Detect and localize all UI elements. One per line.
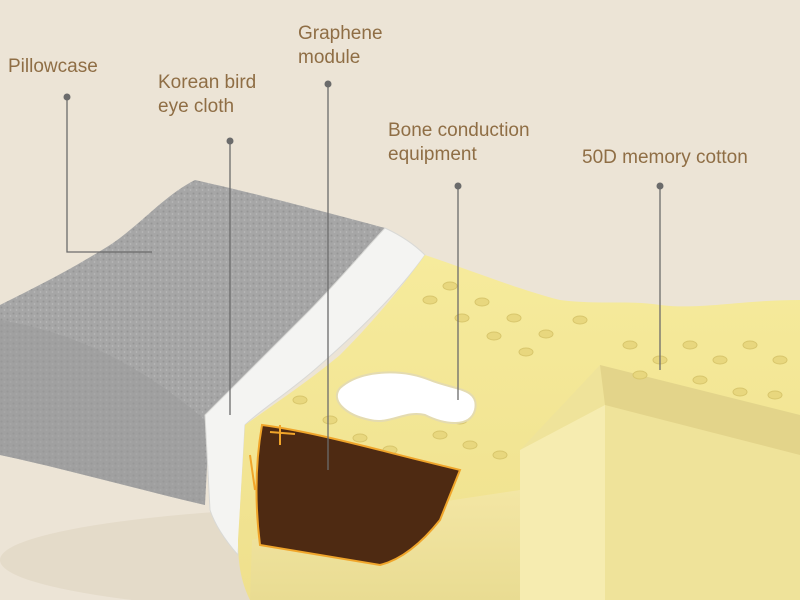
foam-cavity-wall — [600, 365, 800, 455]
foam-cavity-floor — [520, 405, 605, 600]
label-graphene-module: Graphene module — [298, 22, 383, 70]
label-pillowcase: Pillowcase — [8, 55, 98, 79]
label-bone-line2: equipment — [388, 144, 477, 165]
dot-bird-eye — [226, 137, 234, 145]
label-memory-line1: 50D memory cotton — [582, 147, 748, 168]
graphene-heating-wire — [249, 425, 296, 491]
bird-eye-cloth-shape — [204, 227, 426, 557]
leader-dots — [63, 80, 664, 190]
label-bone-line1: Bone conduction — [388, 120, 530, 141]
label-korean-bird-eye-cloth: Korean bird eye cloth — [158, 71, 256, 119]
pillowcase-side — [0, 320, 205, 505]
label-graphene-line1: Graphene — [298, 23, 383, 44]
label-pillowcase-line1: Pillowcase — [8, 56, 98, 77]
dot-pillowcase — [63, 93, 71, 101]
label-memory-cotton: 50D memory cotton — [582, 146, 748, 170]
bone-conduction-shape — [335, 371, 477, 424]
label-bird-line1: Korean bird — [158, 72, 257, 93]
label-bird-line2: eye cloth — [158, 96, 235, 117]
dot-memory — [656, 182, 664, 190]
dot-graphene — [324, 80, 332, 88]
leader-lines — [66, 84, 661, 470]
leader-pillowcase — [66, 97, 152, 253]
graphene-module-shape — [255, 423, 462, 567]
dot-bone — [454, 182, 462, 190]
label-graphene-line2: module — [298, 47, 361, 68]
label-bone-conduction-equipment: Bone conduction equipment — [388, 119, 530, 167]
